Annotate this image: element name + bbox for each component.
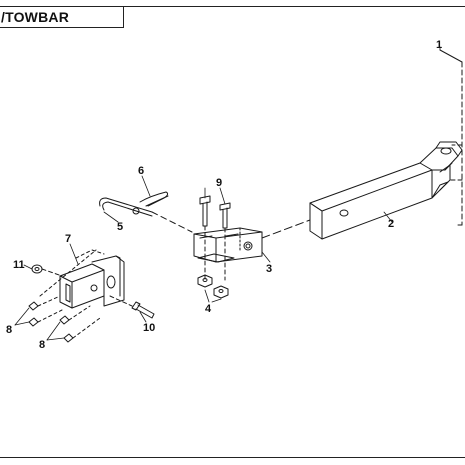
- part-5-hitch-pin: [99, 197, 193, 233]
- callout-1: 1: [436, 39, 442, 51]
- callout-5: 5: [117, 221, 123, 233]
- callout-4: 4: [205, 303, 212, 315]
- callout-10: 10: [143, 322, 155, 334]
- part-11-washer: [31, 264, 63, 277]
- top-border: [124, 6, 465, 7]
- part-8-bolts: [28, 249, 101, 343]
- part-2-towbar-tube: [309, 141, 463, 240]
- callout-8-lower: 8: [39, 339, 45, 351]
- diagram-title: /TOWBAR: [1, 9, 70, 25]
- callout-2: 2: [388, 218, 394, 230]
- callout-3: 3: [266, 263, 272, 275]
- part-6-clip: [139, 191, 169, 207]
- callout-6: 6: [138, 165, 144, 177]
- callout-8-left: 8: [6, 324, 12, 336]
- callout-9: 9: [216, 177, 222, 189]
- part-10-bolt: [109, 295, 155, 319]
- bottom-border: [0, 457, 465, 458]
- callout-11: 11: [13, 259, 25, 271]
- part-9-bolts: [199, 195, 231, 281]
- part-1-assembly-outline: [439, 49, 463, 226]
- title-box: /TOWBAR: [0, 6, 124, 28]
- callout-labels: 1 2 3 4 5 6 7 8 8 9 10 11: [6, 39, 442, 351]
- part-7-receiver-hitch: [59, 249, 125, 309]
- part-3-mounting-bracket: [193, 227, 263, 263]
- leader-lines: [14, 46, 441, 341]
- part-4-nuts: [197, 274, 229, 299]
- assembly-line-tube: [261, 219, 311, 239]
- callout-7: 7: [65, 233, 71, 245]
